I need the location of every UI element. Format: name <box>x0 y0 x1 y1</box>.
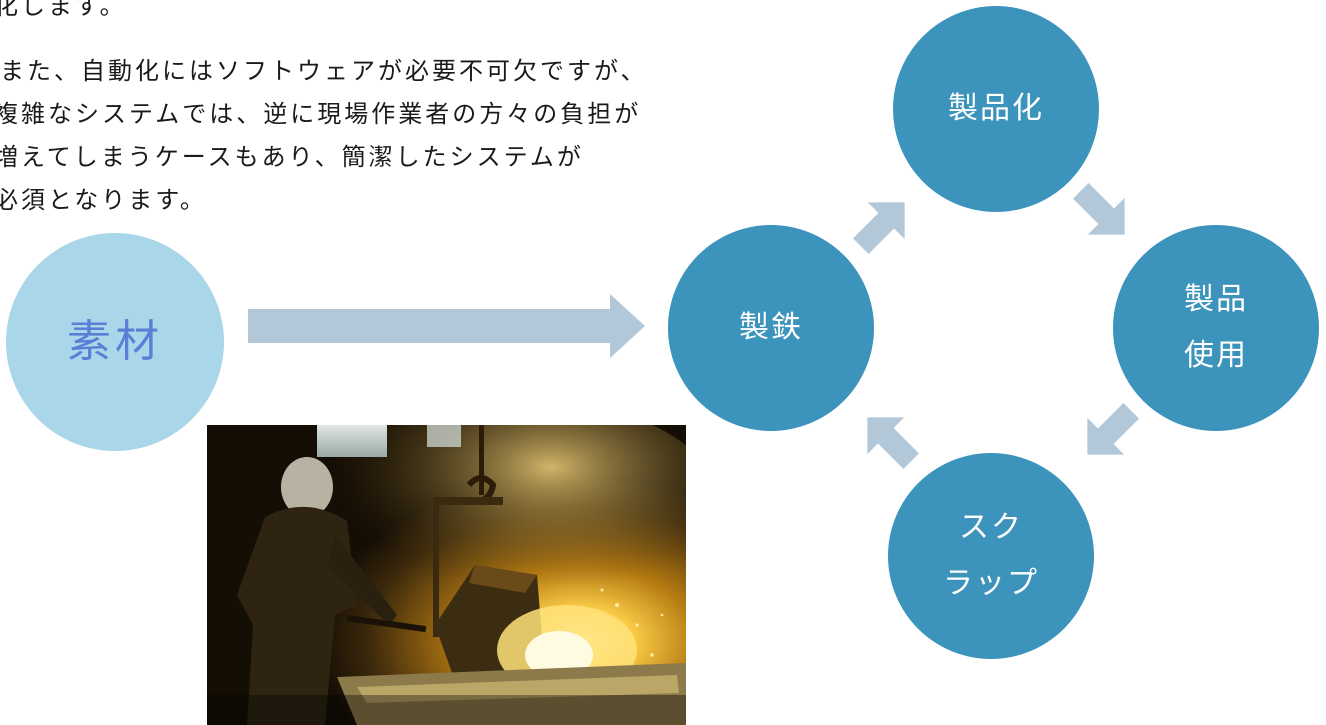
paragraph-line-1: 化します。 <box>0 0 127 20</box>
cycle-arrow-2 <box>1073 183 1125 235</box>
source-circle-material: 素材 <box>6 233 224 451</box>
paragraph-line-5: 必須となります。 <box>0 186 207 214</box>
cycle-node-productization: 製品化 <box>893 6 1099 212</box>
paragraph-line-3: 複雑なシステムでは、逆に現場作業者の方々の負担が <box>0 100 642 128</box>
cycle-node-scrap: スク ラップ <box>888 453 1094 659</box>
cycle-node-label: 製品 <box>1184 282 1248 317</box>
cycle-node-product-use: 製品 使用 <box>1113 225 1319 431</box>
source-circle-label: 素材 <box>67 316 163 367</box>
cycle-node-steelmaking: 製鉄 <box>668 225 874 431</box>
source-to-cycle-arrow <box>248 294 645 358</box>
paragraph-line-4: 増えてしまうケースもあり、簡潔したシステムが <box>0 143 584 171</box>
paragraph-line-2: また、自動化にはソフトウェアが必要不可欠ですが、 <box>0 57 648 85</box>
cycle-arrow-4 <box>867 417 919 469</box>
cycle-node-label: 使用 <box>1184 338 1248 373</box>
cycle-node-label: スク <box>959 510 1023 545</box>
cycle-node-label: ラップ <box>943 566 1039 601</box>
cycle-arrow-1 <box>853 202 905 254</box>
cycle-node-label: 製品化 <box>948 91 1044 126</box>
furnace-photo-graphic <box>207 425 686 725</box>
cycle-node-label: 製鉄 <box>739 310 803 345</box>
cycle-arrow-3 <box>1087 403 1139 455</box>
steel-worker-furnace-photo <box>207 425 686 725</box>
